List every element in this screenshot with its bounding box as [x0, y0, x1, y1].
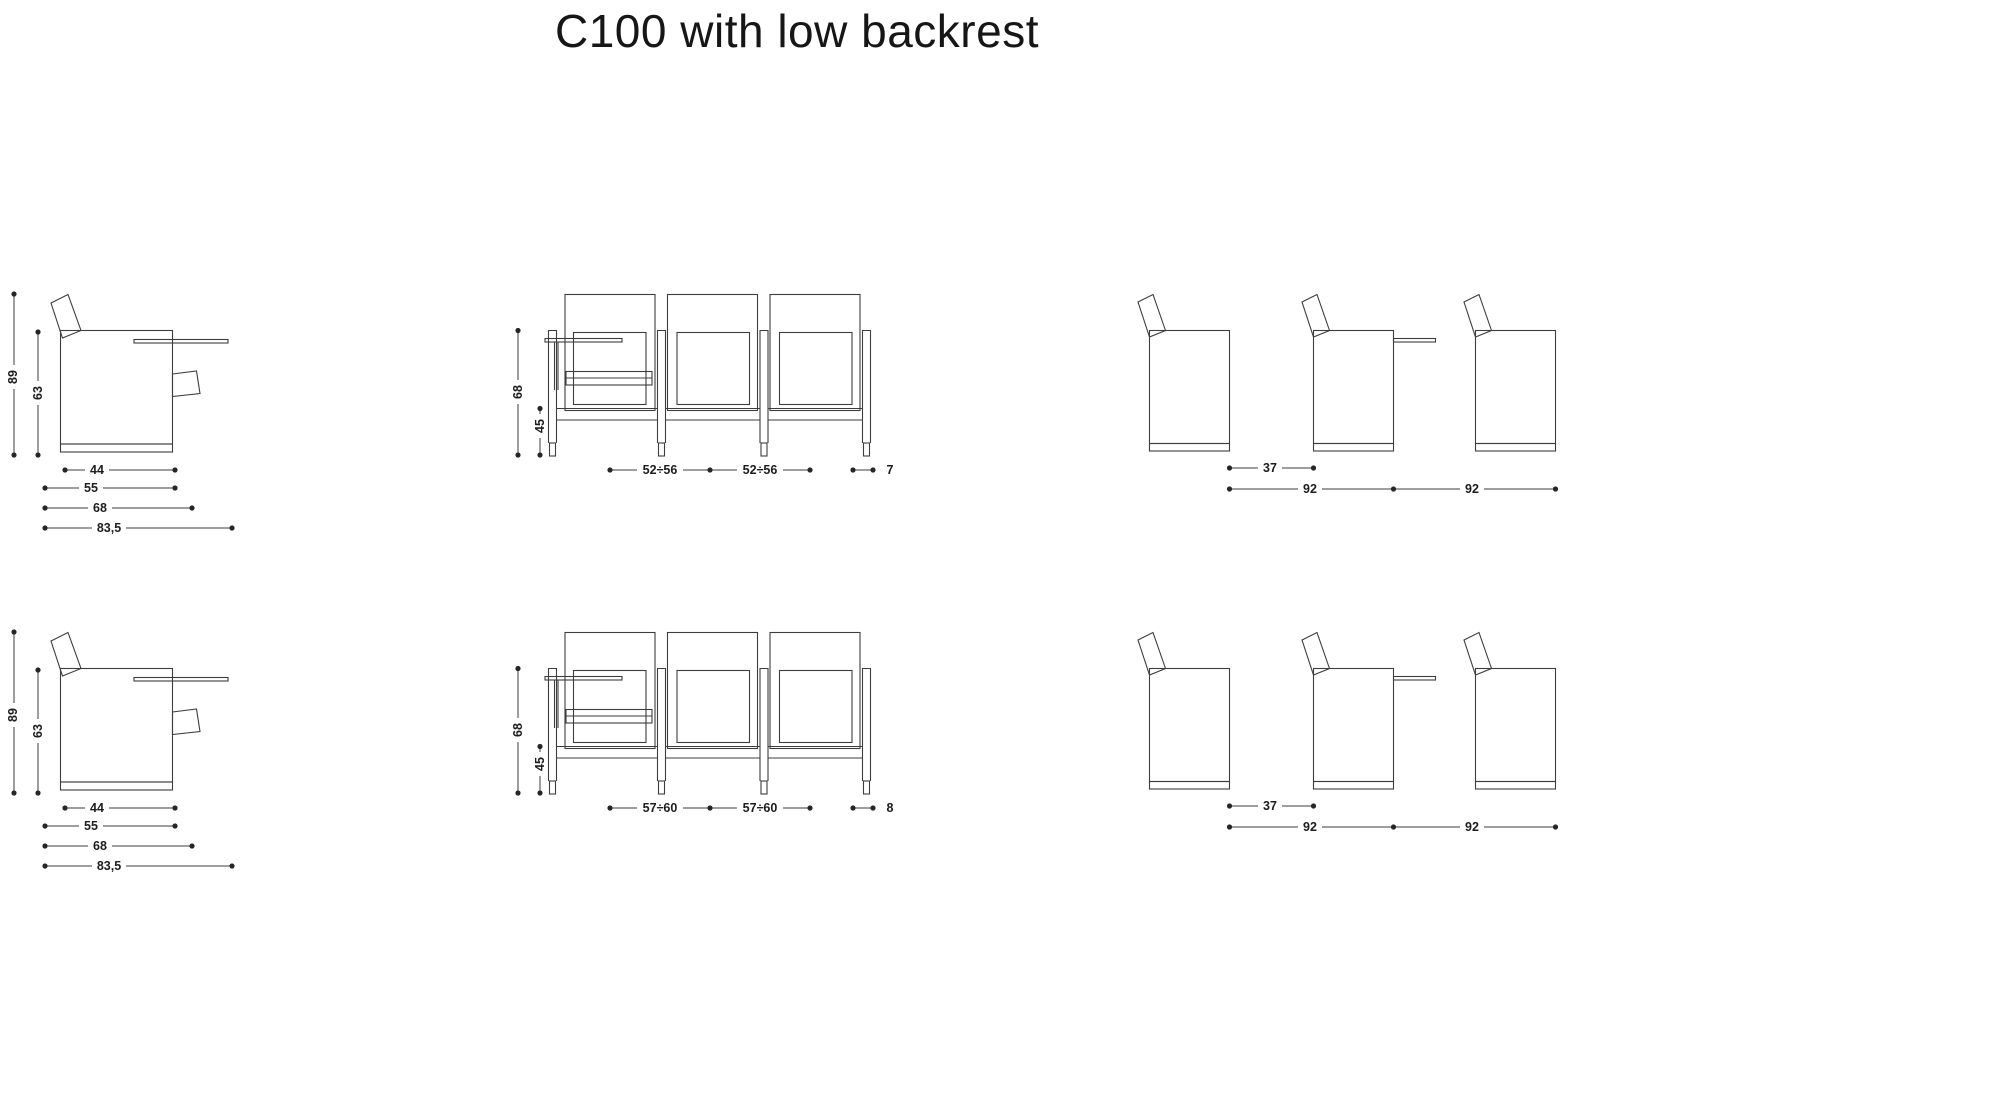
diagram-row-2	[10, 628, 1559, 870]
dim-label-side-back-height-r1: 63	[31, 381, 45, 405]
svg-text:92: 92	[1303, 820, 1317, 834]
dim-label-front-seat-height-r1: 45	[533, 414, 547, 438]
dim-label-side-width-55-r1: 55	[79, 481, 103, 495]
dim-label-side-width-55-r2: 55	[79, 819, 103, 833]
svg-text:44: 44	[90, 463, 104, 477]
dim-label-front-pitch-1-r2: 57÷60	[637, 801, 683, 815]
dim-label-row-seat-depth-r1: 37	[1258, 461, 1282, 475]
svg-text:92: 92	[1465, 482, 1479, 496]
dim-label-front-end-offset-r1: 7	[882, 463, 898, 477]
dim-label-row-pitch-1-r2: 92	[1298, 820, 1322, 834]
dim-label-side-depth-r2: 83,5	[92, 859, 126, 873]
dim-label-front-pitch-2-r1: 52÷56	[737, 463, 783, 477]
svg-text:52÷56: 52÷56	[643, 463, 678, 477]
svg-text:83,5: 83,5	[97, 859, 121, 873]
svg-text:45: 45	[533, 419, 547, 433]
svg-text:7: 7	[887, 463, 894, 477]
page-title: C100 with low backrest	[555, 5, 1039, 57]
dim-label-row-pitch-1-r1: 92	[1298, 482, 1322, 496]
svg-text:57÷60: 57÷60	[743, 801, 778, 815]
dim-label-row-seat-depth-r2: 37	[1258, 799, 1282, 813]
svg-text:63: 63	[31, 724, 45, 738]
svg-text:37: 37	[1263, 799, 1277, 813]
dim-label-side-width-68-r2: 68	[88, 839, 112, 853]
dim-label-front-back-height-r1: 68	[511, 380, 525, 404]
svg-text:45: 45	[533, 757, 547, 771]
svg-text:8: 8	[887, 801, 894, 815]
svg-text:92: 92	[1303, 482, 1317, 496]
svg-text:68: 68	[511, 723, 525, 737]
diagram-row-1	[10, 290, 1559, 532]
dim-label-side-width-44-r2: 44	[85, 801, 109, 815]
dim-label-front-end-offset-r2: 8	[882, 801, 898, 815]
svg-text:89: 89	[6, 370, 20, 384]
svg-text:55: 55	[84, 819, 98, 833]
svg-text:55: 55	[84, 481, 98, 495]
dim-label-row-pitch-2-r2: 92	[1460, 820, 1484, 834]
dim-label-side-width-68-r1: 68	[88, 501, 112, 515]
svg-text:83,5: 83,5	[97, 521, 121, 535]
dim-label-side-total-height-r1: 89	[6, 365, 20, 389]
svg-text:68: 68	[93, 501, 107, 515]
svg-text:89: 89	[6, 708, 20, 722]
svg-text:68: 68	[93, 839, 107, 853]
dim-label-front-pitch-1-r1: 52÷56	[637, 463, 683, 477]
dim-label-side-back-height-r2: 63	[31, 719, 45, 743]
svg-text:44: 44	[90, 801, 104, 815]
svg-text:92: 92	[1465, 820, 1479, 834]
dim-label-side-total-height-r2: 89	[6, 703, 20, 727]
dim-label-row-pitch-2-r1: 92	[1460, 482, 1484, 496]
dim-label-side-depth-r1: 83,5	[92, 521, 126, 535]
svg-text:57÷60: 57÷60	[643, 801, 678, 815]
svg-text:37: 37	[1263, 461, 1277, 475]
svg-text:52÷56: 52÷56	[743, 463, 778, 477]
svg-text:63: 63	[31, 386, 45, 400]
dim-label-side-width-44-r1: 44	[85, 463, 109, 477]
dim-label-front-back-height-r2: 68	[511, 718, 525, 742]
dim-label-front-pitch-2-r2: 57÷60	[737, 801, 783, 815]
svg-text:68: 68	[511, 385, 525, 399]
dim-label-front-seat-height-r2: 45	[533, 752, 547, 776]
